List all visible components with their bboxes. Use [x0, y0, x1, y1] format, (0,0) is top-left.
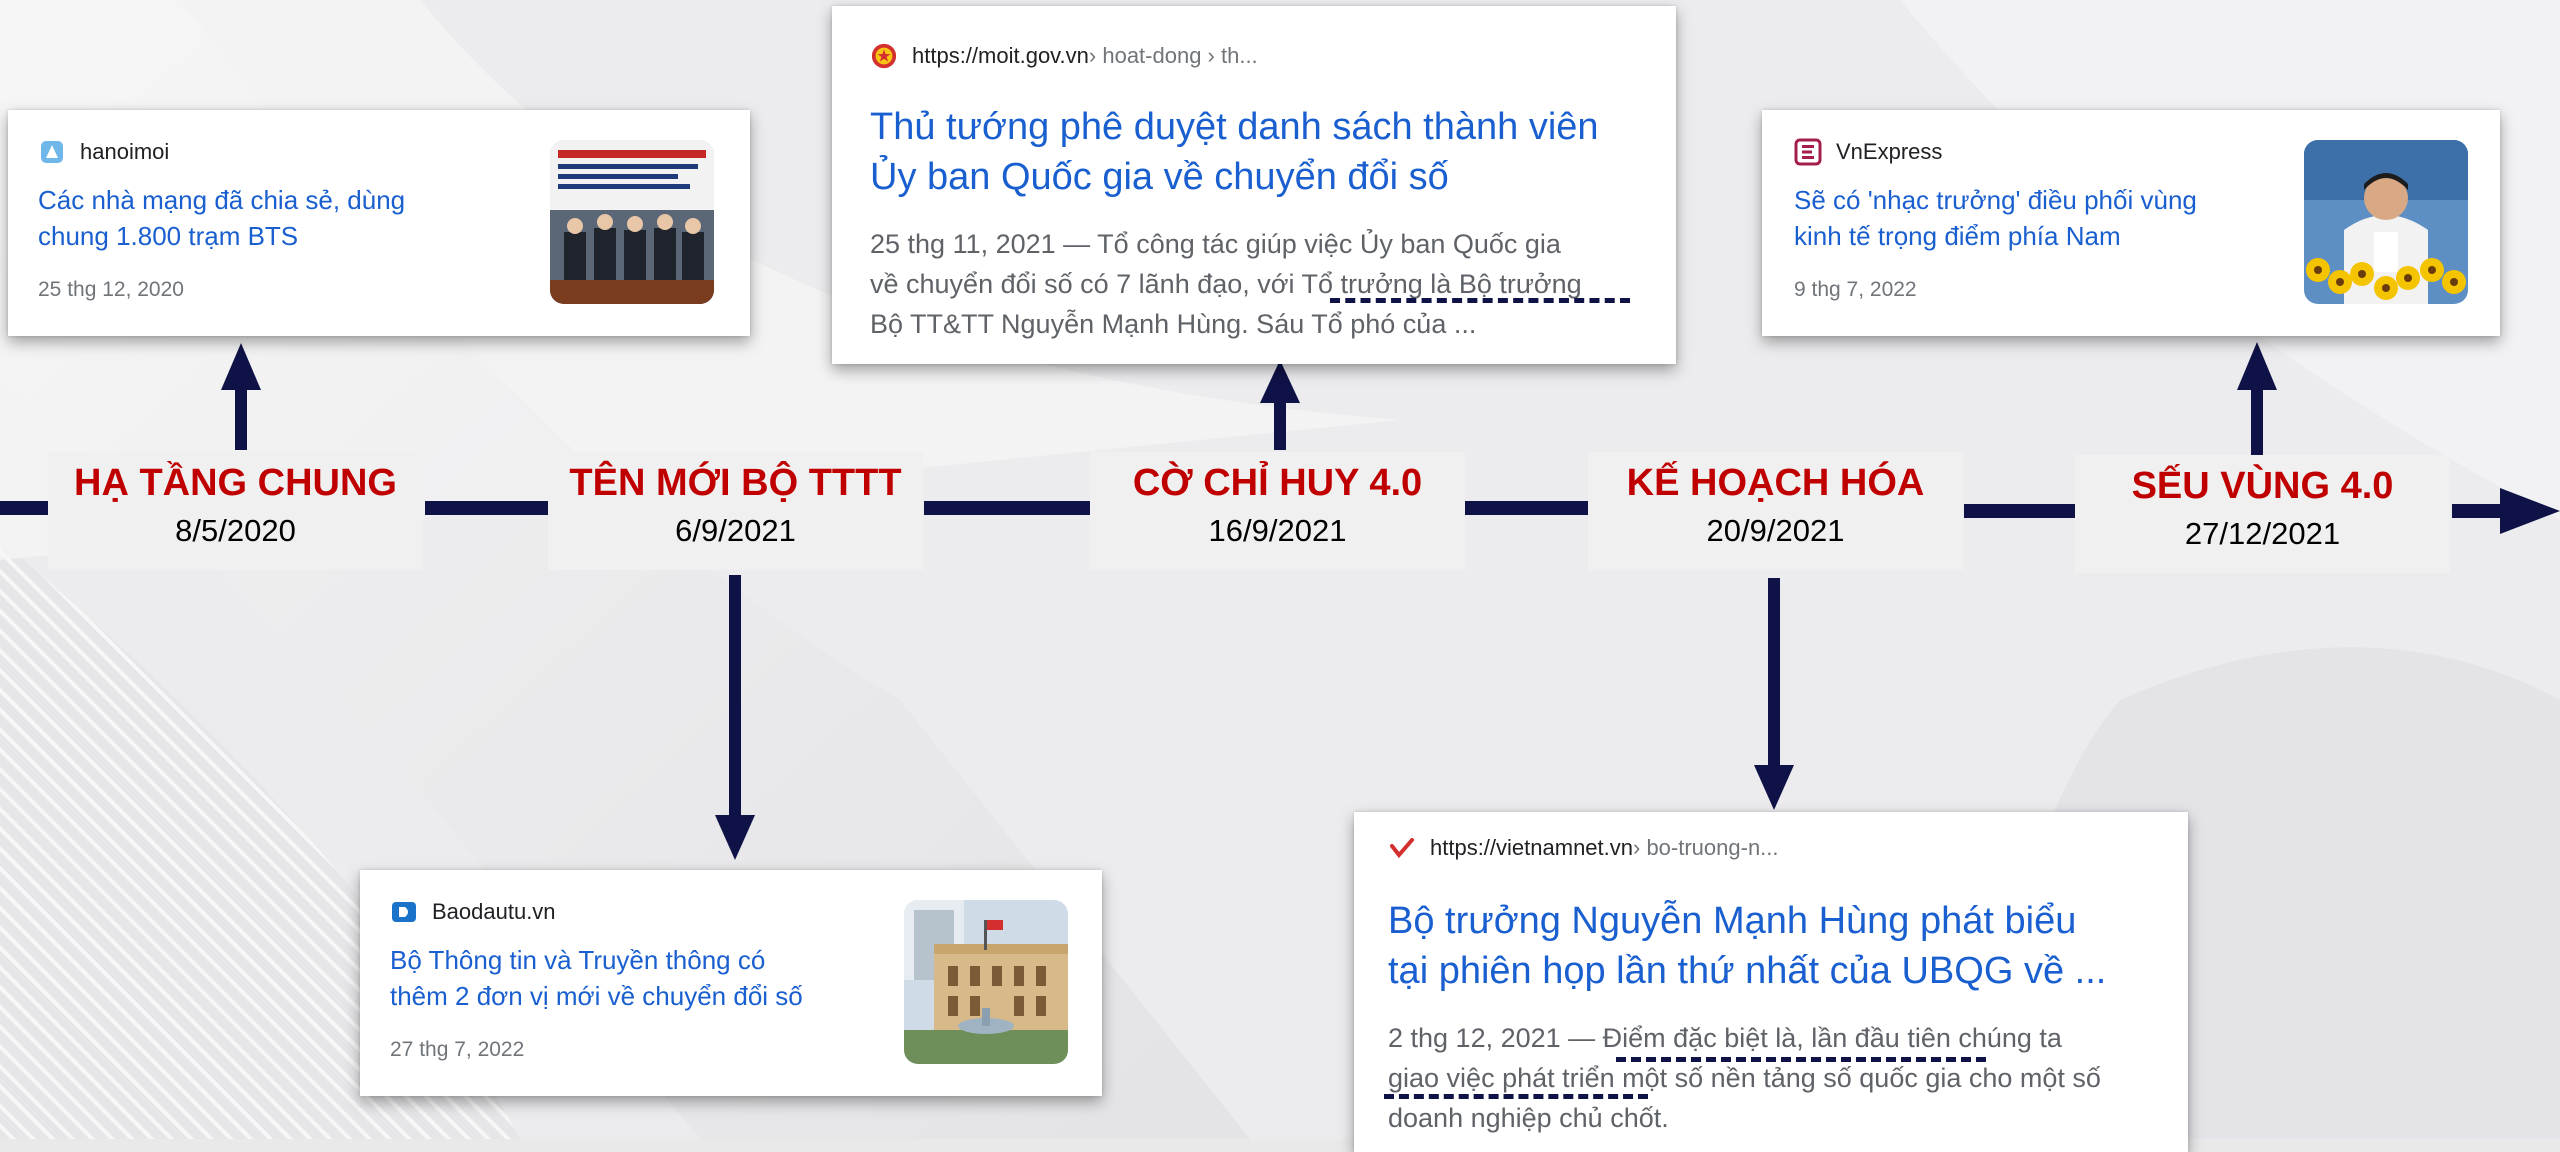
- snippet-line: 25 thg 11, 2021 — Tổ công tác giúp việc …: [870, 229, 1561, 259]
- event-ten-moi-bo-tttt: TÊN MỚI BỘ TTTT 6/9/2021: [548, 452, 923, 570]
- card-title-link[interactable]: Sẽ có 'nhạc trưởng' điều phối vùng kinh …: [1794, 182, 2197, 254]
- title-line: chung 1.800 trạm BTS: [38, 221, 299, 251]
- title-line: Các nhà mạng đã chia sẻ, dùng: [38, 185, 406, 215]
- event-title: KẾ HOẠCH HÓA: [1626, 462, 1925, 504]
- card-title-link[interactable]: Bộ Thông tin và Truyền thông có thêm 2 đ…: [390, 942, 803, 1014]
- highlight-underline: [1616, 1057, 1986, 1062]
- title-line: Thủ tướng phê duyệt danh sách thành viên: [870, 106, 1599, 148]
- snippet-line: doanh nghiệp chủ chốt.: [1388, 1103, 1669, 1133]
- event-title: TÊN MỚI BỘ TTTT: [569, 462, 902, 504]
- card-source: hanoimoi: [38, 138, 169, 166]
- arrow-right-icon: [2500, 488, 2560, 534]
- snippet-line: giao việc phát triển một số nền tảng số …: [1388, 1063, 2101, 1093]
- event-date: 27/12/2021: [2184, 516, 2341, 551]
- url-path: › hoat-dong › th...: [1088, 43, 1258, 68]
- event-date: 20/9/2021: [1706, 513, 1845, 548]
- result-url[interactable]: https://vietnamnet.vn › bo-truong-n...: [1388, 834, 1779, 862]
- event-title: CỜ CHỈ HUY 4.0: [1132, 462, 1423, 504]
- card-source: Baodautu.vn: [390, 898, 556, 926]
- card-date: 25 thg 12, 2020: [38, 278, 184, 301]
- source-name: hanoimoi: [80, 139, 170, 164]
- source-name: Baodautu.vn: [432, 899, 556, 924]
- title-line: Bộ Thông tin và Truyền thông có: [390, 945, 766, 975]
- event-co-chi-huy: CỜ CHỈ HUY 4.0 16/9/2021: [1090, 452, 1465, 570]
- vnexpress-logo-icon: [1794, 138, 1822, 166]
- event-ke-hoach-hoa: KẾ HOẠCH HÓA 20/9/2021: [1588, 452, 1963, 570]
- event-date: 6/9/2021: [675, 513, 796, 548]
- card-date: 9 thg 7, 2022: [1794, 278, 1917, 301]
- card-date: 27 thg 7, 2022: [390, 1038, 525, 1061]
- event-seu-vung: SẾU VÙNG 4.0 27/12/2021: [2075, 455, 2450, 573]
- event-date: 16/9/2021: [1208, 513, 1347, 548]
- event-title: SẾU VÙNG 4.0: [2131, 465, 2394, 507]
- title-line: tại phiên họp lần thứ nhất của UBQG về .…: [1388, 950, 2107, 992]
- arrow-down-icon: [1754, 765, 1794, 810]
- event-title: HẠ TẦNG CHUNG: [74, 462, 397, 504]
- thumbnail-image[interactable]: [550, 140, 714, 304]
- news-card-baodautu[interactable]: Baodautu.vn Bộ Thông tin và Truyền thông…: [360, 870, 1102, 1096]
- news-card-hanoimoi[interactable]: hanoimoi Các nhà mạng đã chia sẻ, dùng c…: [8, 110, 750, 336]
- source-name: VnExpress: [1836, 139, 1943, 164]
- title-line: Sẽ có 'nhạc trưởng' điều phối vùng: [1794, 185, 2197, 215]
- result-snippet: 2 thg 12, 2021 — Điểm đặc biệt là, lần đ…: [1388, 1018, 2101, 1138]
- title-line: kinh tế trọng điểm phía Nam: [1794, 221, 2121, 251]
- thumbnail-image[interactable]: [904, 900, 1068, 1064]
- event-date: 8/5/2020: [175, 513, 296, 548]
- snippet-line: 2 thg 12, 2021 — Điểm đặc biệt là, lần đ…: [1388, 1023, 2062, 1053]
- vietnamnet-logo-icon: [1388, 834, 1416, 862]
- baodautu-logo-icon: [390, 898, 418, 926]
- card-title-link[interactable]: Các nhà mạng đã chia sẻ, dùng chung 1.80…: [38, 182, 405, 254]
- snippet-line: về chuyển đổi số có 7 lãnh đạo, với Tổ t…: [870, 269, 1582, 299]
- news-card-vnexpress[interactable]: VnExpress Sẽ có 'nhạc trưởng' điều phối …: [1762, 110, 2500, 336]
- search-result-vietnamnet[interactable]: https://vietnamnet.vn › bo-truong-n... B…: [1354, 812, 2188, 1152]
- arrow-up-icon: [221, 343, 261, 390]
- url-domain: https://moit.gov.vn: [912, 43, 1089, 68]
- highlight-underline: [1330, 298, 1630, 303]
- hanoimoi-logo-icon: [38, 138, 66, 166]
- result-snippet: 25 thg 11, 2021 — Tổ công tác giúp việc …: [870, 224, 1582, 344]
- event-ha-tang-chung: HẠ TẦNG CHUNG 8/5/2020: [48, 452, 423, 570]
- title-line: thêm 2 đơn vị mới về chuyển đổi số: [390, 981, 803, 1011]
- arrow-up-icon: [2237, 342, 2277, 390]
- result-title-link[interactable]: Thủ tướng phê duyệt danh sách thành viên…: [870, 102, 1599, 202]
- url-path: › bo-truong-n...: [1633, 835, 1779, 860]
- arrow-up-icon: [1260, 360, 1300, 403]
- result-title-link[interactable]: Bộ trưởng Nguyễn Mạnh Hùng phát biểu tại…: [1388, 896, 2106, 996]
- result-url[interactable]: https://moit.gov.vn › hoat-dong › th...: [870, 42, 1258, 70]
- arrow-down-icon: [715, 815, 755, 860]
- highlight-underline: [1384, 1094, 1648, 1099]
- title-line: Bộ trưởng Nguyễn Mạnh Hùng phát biểu: [1388, 900, 2077, 942]
- snippet-line: Bộ TT&TT Nguyễn Mạnh Hùng. Sáu Tổ phó củ…: [870, 309, 1477, 339]
- url-domain: https://vietnamnet.vn: [1430, 835, 1633, 860]
- thumbnail-image[interactable]: [2304, 140, 2468, 304]
- title-line: Ủy ban Quốc gia về chuyển đổi số: [870, 156, 1449, 198]
- vietnam-emblem-icon: [870, 42, 898, 70]
- card-source: VnExpress: [1794, 138, 1942, 166]
- search-result-moit[interactable]: https://moit.gov.vn › hoat-dong › th... …: [832, 6, 1676, 364]
